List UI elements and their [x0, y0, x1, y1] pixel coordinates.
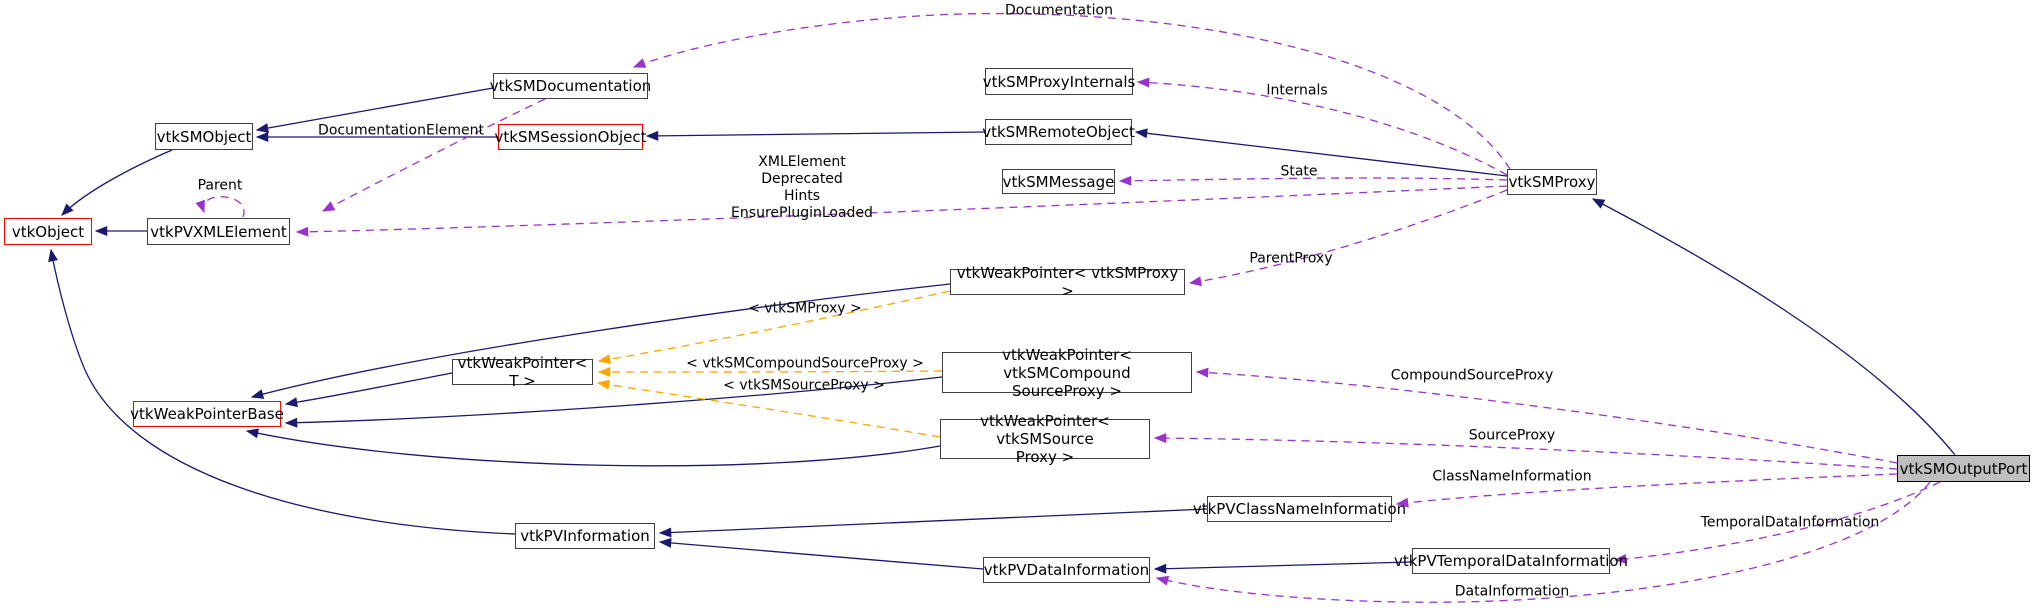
node-vtkSMProxyInternals[interactable]: vtkSMProxyInternals — [983, 68, 1135, 95]
edge-smproxy-parentproxy — [1188, 189, 1508, 287]
edge-template-compound — [597, 366, 943, 377]
edge-pvdatainformation-to-pvinformation — [658, 537, 984, 570]
edge-smoutputport-compoundsourceproxy — [1195, 367, 1898, 464]
node-vtkPVTemporalDataInformation[interactable]: vtkPVTemporalDataInformation — [1394, 548, 1628, 574]
edge-weakpointersmproxy-to-weakpointerbase — [250, 283, 951, 399]
node-vtkPVDataInformation[interactable]: vtkPVDataInformation — [983, 557, 1150, 583]
node-vtkSMProxy[interactable]: vtkSMProxy — [1507, 169, 1597, 195]
edge-smproxy-xmlelement — [295, 185, 1508, 237]
edge-smproxy-to-smremoteobject — [1134, 128, 1508, 177]
node-vtkWeakPointerT[interactable]: vtkWeakPointer< T > — [452, 354, 593, 390]
node-vtkSMDocumentation[interactable]: vtkSMDocumentation — [490, 73, 651, 99]
node-vtkSMMessage[interactable]: vtkSMMessage — [1002, 169, 1115, 194]
edge-smoutputport-temporaldatainformation — [1613, 481, 1941, 564]
edge-pvclassnameinformation-to-pvinformation — [658, 508, 1208, 538]
node-vtkSMSessionObject[interactable]: vtkSMSessionObject — [495, 124, 647, 150]
edge-smdocumentation-documentationelement — [321, 98, 546, 212]
edge-smdocumentation-to-smobject — [255, 87, 494, 133]
edge-pvinformation-to-object — [48, 248, 516, 535]
edge-smproxy-internals — [1136, 77, 1508, 176]
node-vtkObject[interactable]: vtkObject — [4, 218, 92, 245]
edge-weakpointersmsource-to-weakpointerbase — [245, 428, 941, 467]
edge-smproxy-state — [1118, 175, 1508, 186]
edge-pvtemporaldatainformation-to-pvdatainformation — [1153, 561, 1413, 574]
node-vtkPVInformation[interactable]: vtkPVInformation — [515, 523, 655, 549]
node-vtkSMRemoteObject[interactable]: vtkSMRemoteObject — [982, 119, 1135, 145]
node-vtkSMObject[interactable]: vtkSMObject — [155, 123, 253, 150]
edge-pvxmlelement-parent-selfloop — [195, 196, 245, 218]
edge-smremoteobject-to-smsessionobject — [645, 130, 986, 141]
edge-weakpointert-to-weakpointerbase — [284, 372, 453, 408]
node-vtkWeakPointerBase[interactable]: vtkWeakPointerBase — [130, 401, 284, 427]
edge-smoutputport-datainformation — [1155, 481, 1931, 603]
edge-smproxy-documentation — [632, 12, 1511, 170]
edge-template-smproxy — [597, 290, 951, 365]
node-vtkWeakPointer-vtkSMSourceProxy[interactable]: vtkWeakPointer< vtkSMSource Proxy > — [940, 412, 1150, 466]
node-vtkWeakPointer-vtkSMProxy[interactable]: vtkWeakPointer< vtkSMProxy > — [950, 264, 1185, 300]
node-vtkPVXMLElement[interactable]: vtkPVXMLElement — [147, 218, 290, 245]
edge-smoutputport-to-smproxy — [1591, 198, 1956, 456]
edge-smoutputport-sourceproxy — [1153, 433, 1898, 470]
edge-weakpointersmcompound-to-weakpointerbase — [284, 376, 943, 428]
edge-smobject-to-object — [61, 149, 173, 216]
edge-smoutputport-classnameinformation — [1395, 473, 1898, 508]
node-vtkSMOutputPort[interactable]: vtkSMOutputPort — [1897, 455, 2030, 482]
edge-template-source — [596, 379, 941, 438]
node-vtkPVClassNameInformation[interactable]: vtkPVClassNameInformation — [1193, 496, 1406, 522]
node-vtkWeakPointer-vtkSMCompoundSourceProxy[interactable]: vtkWeakPointer< vtkSMCompound SourceProx… — [942, 346, 1192, 400]
